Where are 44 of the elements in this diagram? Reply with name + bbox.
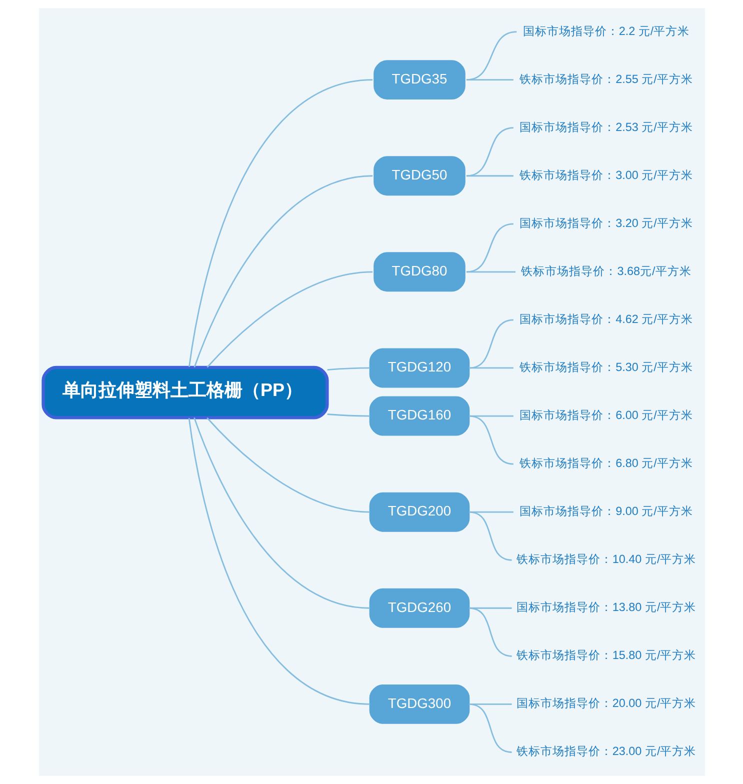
connector bbox=[468, 319, 514, 369]
node-text: 国标市场指导价：9.00 元/平方米 bbox=[519, 505, 692, 518]
node-text: 铁标市场指导价：15.80 元/平方米 bbox=[516, 649, 696, 662]
node-text: 国标市场指导价：2.53 元/平方米 bbox=[519, 120, 692, 134]
node-text: 铁标市场指导价：3.68元/平方米 bbox=[520, 264, 691, 278]
node-box: TGDG260 bbox=[368, 588, 470, 628]
connector bbox=[206, 417, 370, 513]
connector bbox=[466, 31, 516, 80]
node-text: 铁标市场指导价：10.40 元/平方米 bbox=[516, 553, 696, 566]
connector bbox=[326, 367, 370, 371]
connector bbox=[188, 418, 370, 705]
connector bbox=[466, 127, 514, 177]
node-text: 铁标市场指导价：2.55 元/平方米 bbox=[519, 72, 692, 86]
connector bbox=[326, 414, 370, 417]
connector bbox=[468, 607, 512, 657]
node-box: TGDG80 bbox=[373, 252, 465, 292]
node-text: 国标市场指导价：4.62 元/平方米 bbox=[519, 312, 692, 326]
connector bbox=[206, 271, 372, 368]
connector bbox=[468, 415, 514, 465]
node-text: 铁标市场指导价：23.00 元/平方米 bbox=[516, 745, 696, 758]
connector bbox=[188, 79, 372, 368]
node-text: 铁标市场指导价：3.00 元/平方米 bbox=[519, 168, 692, 182]
connector bbox=[468, 367, 513, 369]
connector bbox=[466, 271, 516, 273]
node-text: 国标市场指导价：3.20 元/平方米 bbox=[519, 216, 692, 230]
connector bbox=[468, 704, 512, 753]
node-box: TGDG160 bbox=[368, 396, 470, 436]
node-box: TGDG120 bbox=[368, 348, 470, 388]
node-text: 铁标市场指导价：5.30 元/平方米 bbox=[519, 360, 692, 374]
node-text: 国标市场指导价：2.2 元/平方米 bbox=[522, 24, 690, 38]
node-text: 国标市场指导价：6.00 元/平方米 bbox=[519, 409, 692, 422]
connector bbox=[193, 175, 372, 368]
connector bbox=[466, 175, 513, 177]
node-box: 单向拉伸塑料土工格栅（PP） bbox=[41, 366, 328, 420]
node-box: TGDG50 bbox=[373, 156, 465, 196]
node-box: TGDG300 bbox=[368, 684, 470, 724]
node-box: TGDG200 bbox=[368, 492, 470, 532]
node-text: 铁标市场指导价：6.80 元/平方米 bbox=[519, 457, 692, 470]
connector bbox=[193, 417, 370, 609]
node-box: TGDG35 bbox=[373, 60, 465, 100]
node-text: 国标市场指导价：20.00 元/平方米 bbox=[516, 697, 696, 710]
connector bbox=[466, 79, 513, 80]
node-text: 国标市场指导价：13.80 元/平方米 bbox=[516, 601, 696, 614]
connector bbox=[468, 511, 512, 561]
